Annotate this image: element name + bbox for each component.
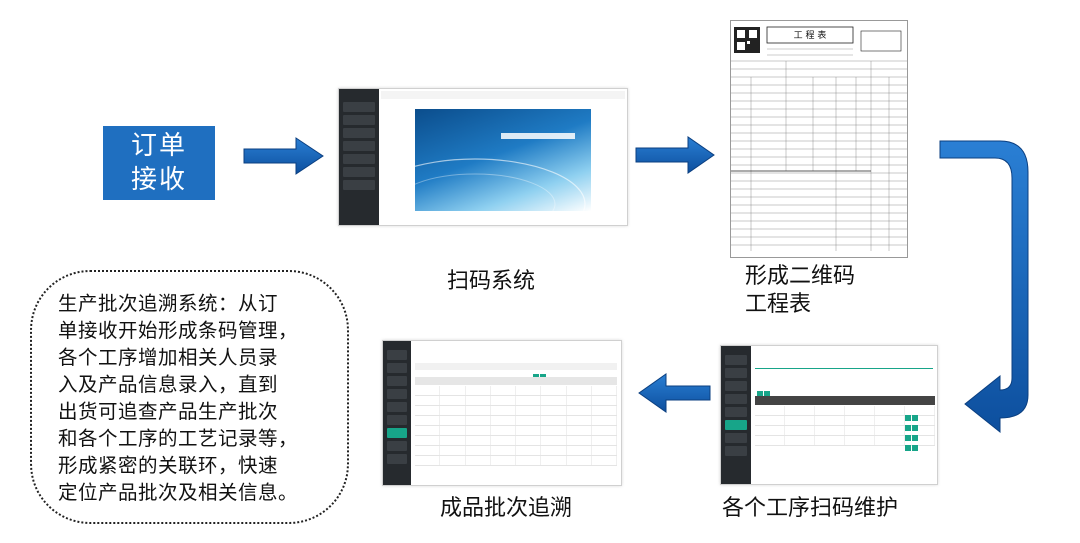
sheet-title: 工 程 表	[793, 31, 827, 41]
order-box-line1: 订单	[130, 131, 187, 161]
scan-banner	[364, 109, 591, 225]
order-box-line2: 接收	[130, 165, 187, 195]
order-receive-box: 订单 接收	[103, 126, 215, 200]
description-line: 各个工序增加相关人员录	[58, 346, 279, 369]
caption-batch-trace: 成品批次追溯	[440, 496, 573, 521]
caption-qr-line1: 形成二维码	[745, 264, 856, 289]
description-line: 生产批次追溯系统：从订	[58, 292, 279, 315]
description-line: 入及产品信息录入，直到	[58, 373, 279, 396]
description-text: 生产批次追溯系统：从订 单接收开始形成条码管理， 各个工序增加相关人员录 入及产…	[58, 290, 323, 506]
description-line: 形成紧密的关联环，快速	[58, 454, 279, 477]
caption-scan-system: 扫码系统	[447, 269, 536, 294]
arrow-left	[638, 373, 711, 413]
process-scan-screenshot	[720, 345, 938, 485]
arrow-right-1	[243, 137, 324, 175]
caption-process-scan: 各个工序扫码维护	[722, 496, 899, 521]
arrow-curve-down	[939, 140, 1029, 434]
caption-qr-line2: 工程表	[745, 292, 812, 317]
arrow-right-2	[635, 136, 715, 174]
description-line: 出货可追查产品生产批次	[58, 400, 279, 423]
qr-sheet: 工 程 表	[730, 20, 908, 258]
description-line: 和各个工序的工艺记录等，	[58, 427, 299, 450]
description-line: 单接收开始形成条码管理，	[58, 319, 299, 342]
scan-sidebar	[339, 89, 379, 225]
scan-system-screenshot	[338, 88, 628, 226]
caption-qr-sheet: 形成二维码 工程表	[745, 263, 855, 319]
description-line: 定位产品批次及相关信息。	[58, 481, 299, 504]
description-callout	[30, 270, 349, 524]
batch-trace-screenshot	[382, 340, 622, 486]
